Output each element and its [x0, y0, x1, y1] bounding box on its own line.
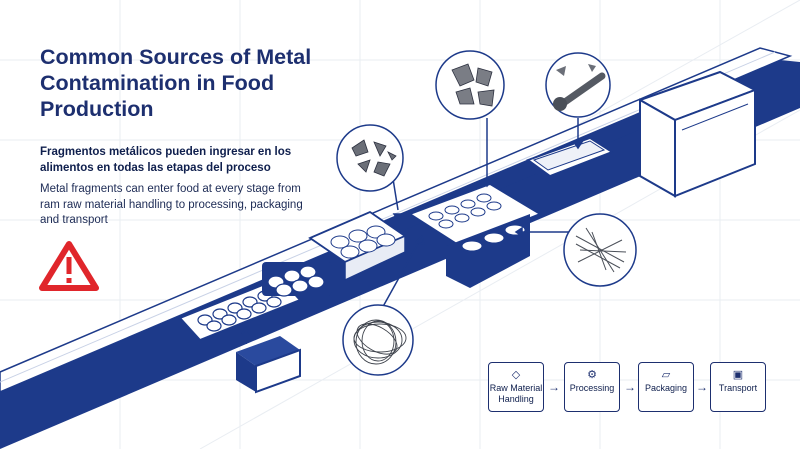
flow-step-processing: ⚙ Processing [564, 362, 620, 412]
collection-bin [236, 326, 301, 394]
flow-step-label: Raw Material Handling [489, 383, 543, 404]
flow-step-packaging: ▱ Packaging [638, 362, 694, 412]
processing-tray [408, 183, 543, 288]
flow-step-transport: ▣ Transport [710, 362, 766, 412]
subtitle-english: Metal fragments can enter food at every … [40, 183, 303, 226]
screw-bolt-callout [545, 52, 611, 118]
gears-icon: ⚙ [587, 369, 597, 381]
arrow-right-icon: → [548, 380, 560, 394]
wire-coil-callout [342, 304, 414, 376]
page-title: Common Sources of Metal Contamination in… [40, 45, 312, 121]
sealed-package [526, 137, 614, 184]
pellet-pile [262, 262, 332, 297]
flow-step-label: Processing [569, 383, 615, 393]
flow-arrows [379, 118, 584, 313]
shipping-crate [637, 70, 758, 198]
open-tray [308, 210, 407, 282]
metal-wire-callout [563, 213, 637, 287]
package-icon: ▱ [661, 369, 671, 381]
warning-triangle-icon [39, 241, 99, 291]
box-outline-icon: ◇ [511, 369, 521, 381]
metal-shards-callout [336, 124, 404, 192]
flow-step-label: Packaging [644, 383, 688, 393]
flow-step-raw-material-handling: ◇ Raw Material Handling [488, 362, 544, 412]
flow-step-label: Transport [718, 383, 758, 393]
arrow-right-icon: → [696, 380, 708, 394]
subtitle-spanish: Fragmentos metálicos pueden ingresar en … [40, 146, 292, 174]
truck-icon: ▣ [732, 369, 744, 381]
metal-chunks-callout [435, 50, 505, 120]
arrow-right-icon: → [624, 380, 636, 394]
process-flow: ◇ Raw Material Handling → ⚙ Processing →… [488, 362, 768, 414]
